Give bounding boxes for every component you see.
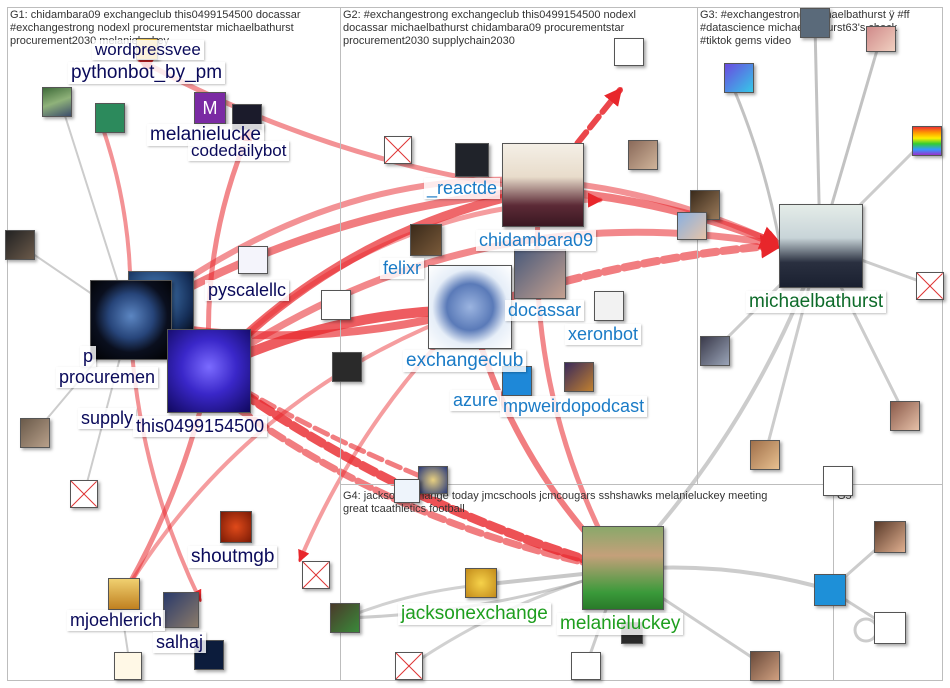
node-avatar[interactable] <box>874 612 906 644</box>
node-avatar-missing[interactable] <box>384 136 412 164</box>
node-avatar[interactable] <box>42 87 72 117</box>
node-avatar[interactable] <box>700 336 730 366</box>
label-jacksonexchange: jacksonexchange <box>398 603 551 625</box>
group-label-g1: G1: chidambara09 exchangeclub this049915… <box>10 9 301 47</box>
node-avatar[interactable]: M <box>194 92 226 124</box>
node-avatar-missing[interactable] <box>70 480 98 508</box>
node-avatar[interactable] <box>724 63 754 93</box>
label-reactde: _reactde <box>424 178 501 199</box>
edge <box>728 77 782 247</box>
node-avatar[interactable] <box>465 568 497 598</box>
label-supply: supply <box>78 408 137 429</box>
label-mjoehlerich: mjoehlerich <box>67 610 166 631</box>
label-procurement-p: p <box>80 346 97 367</box>
node-avatar-missing[interactable] <box>302 561 330 589</box>
node-avatar[interactable] <box>750 440 780 470</box>
node-avatar[interactable] <box>410 224 442 256</box>
label-pyscalellc: pyscalellc <box>205 280 290 301</box>
node-avatar[interactable] <box>238 246 268 274</box>
node-avatar[interactable] <box>912 126 942 156</box>
node-avatar[interactable] <box>823 466 853 496</box>
label-docassar: docassar <box>505 300 585 321</box>
node-avatar[interactable] <box>779 204 863 288</box>
label-exchangeclub: exchangeclub <box>403 350 527 372</box>
group-label-g2: G2: #exchangestrong exchangeclub this049… <box>343 9 636 47</box>
node-avatar-missing[interactable] <box>395 652 423 680</box>
label-codedailybot: codedailybot <box>188 141 290 161</box>
node-avatar[interactable] <box>394 479 420 503</box>
label-mpweirdopodcast: mpweirdopodcast <box>500 396 648 417</box>
label-felixr: felixr <box>380 258 425 279</box>
label-pythonbot-by-pm: pythonbot_by_pm <box>68 62 226 84</box>
node-avatar[interactable] <box>614 38 644 66</box>
node-avatar[interactable] <box>20 418 50 448</box>
node-avatar[interactable] <box>167 329 251 413</box>
label-chidambara09: chidambara09 <box>476 230 597 251</box>
node-avatar[interactable] <box>866 26 896 52</box>
node-avatar[interactable] <box>564 362 594 392</box>
label-melanieluckey: melanieluckey <box>557 613 684 635</box>
node-avatar[interactable] <box>890 401 920 431</box>
node-avatar[interactable] <box>814 574 846 606</box>
node-avatar[interactable] <box>677 212 707 240</box>
label-wordpressvee: wordpressvee <box>92 40 204 60</box>
node-avatar[interactable] <box>114 652 142 680</box>
label-this0499154500: this0499154500 <box>133 416 268 437</box>
label-salhaj: salhaj <box>153 632 207 653</box>
node-avatar[interactable] <box>750 651 780 681</box>
node-avatar[interactable] <box>514 249 566 299</box>
node-avatar[interactable] <box>800 8 830 38</box>
node-avatar[interactable] <box>330 603 360 633</box>
label-procurement: procuremen <box>56 367 159 388</box>
node-avatar[interactable] <box>502 143 584 227</box>
node-avatar[interactable] <box>628 140 658 170</box>
node-avatar[interactable] <box>108 578 140 610</box>
node-avatar-missing[interactable] <box>916 272 944 300</box>
node-avatar[interactable] <box>874 521 906 553</box>
node-avatar[interactable] <box>95 103 125 133</box>
node-avatar[interactable] <box>220 511 252 543</box>
node-avatar[interactable] <box>321 290 351 320</box>
node-avatar[interactable] <box>418 466 448 494</box>
node-avatar[interactable] <box>582 526 664 610</box>
label-shoutmgb: shoutmgb <box>188 546 278 568</box>
node-avatar[interactable] <box>594 291 624 321</box>
node-avatar[interactable] <box>163 592 199 628</box>
edge <box>118 308 472 603</box>
label-melanielucke: melanielucke <box>147 124 264 146</box>
node-avatar[interactable] <box>455 143 489 177</box>
node-avatar[interactable] <box>332 352 362 382</box>
node-avatar[interactable] <box>90 280 172 360</box>
group-box-g5 <box>833 484 943 681</box>
label-xeronbot: xeronbot <box>565 324 642 345</box>
label-michaelbathurst: michaelbathurst <box>746 291 887 313</box>
label-azure: azure <box>450 390 502 411</box>
node-avatar[interactable] <box>571 652 601 680</box>
node-avatar[interactable] <box>5 230 35 260</box>
node-avatar[interactable] <box>428 265 512 349</box>
